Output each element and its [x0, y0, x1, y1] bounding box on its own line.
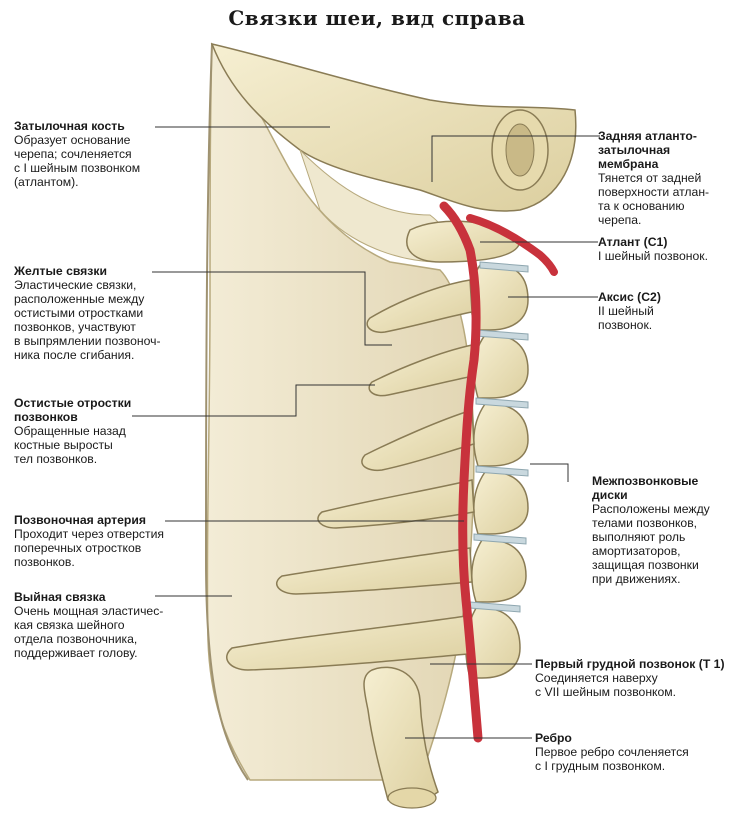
label-spinous-processes: Остистые отростки позвонков Обращенные н…	[14, 396, 189, 466]
label-vertebral-artery-heading: Позвоночная артерия	[14, 513, 146, 527]
label-first-thoracic-vertebra-desc: Соединяется наверху с VII шейным позвонк…	[535, 671, 677, 699]
label-atlas-heading: Атлант (C1)	[598, 235, 668, 249]
intervertebral-discs	[469, 261, 529, 613]
label-posterior-membrane: Задняя атланто- затылочная мембрана Тяне…	[598, 129, 748, 227]
spinous-processes	[226, 279, 475, 671]
vertebral-artery-shape	[439, 201, 483, 743]
label-axis-desc: II шейный позвонок.	[598, 304, 654, 332]
label-yellow-ligaments-desc: Эластические связки, расположенные между…	[14, 278, 161, 362]
label-first-thoracic-vertebra-heading: Первый грудной позвонок (Т 1)	[535, 657, 725, 671]
label-nuchal-ligament: Выйная связка Очень мощная эластичес- ка…	[14, 590, 189, 660]
label-intervertebral-discs-heading: Межпозвонковые диски	[592, 474, 699, 502]
label-axis-heading: Аксис (C2)	[598, 290, 661, 304]
label-first-thoracic-vertebra: Первый грудной позвонок (Т 1) Соединяетс…	[535, 657, 750, 699]
vertebral-artery-branch	[466, 214, 558, 276]
label-yellow-ligaments: Желтые связки Эластические связки, распо…	[14, 264, 189, 362]
leader-lines	[132, 126, 600, 739]
label-rib-desc: Первое ребро сочленяется с I грудным поз…	[535, 745, 689, 773]
label-nuchal-ligament-desc: Очень мощная эластичес- кая связка шейно…	[14, 604, 164, 660]
label-spinous-processes-desc: Обращенные назад костные выросты тел поз…	[14, 424, 126, 466]
label-axis: Аксис (C2) II шейный позвонок.	[598, 290, 748, 332]
label-atlas: Атлант (C1) I шейный позвонок.	[598, 235, 748, 263]
label-yellow-ligaments-heading: Желтые связки	[14, 264, 107, 278]
label-occipital-bone-heading: Затылочная кость	[14, 119, 125, 133]
label-occipital-bone-desc: Образует основание черепа; сочленяется с…	[14, 133, 141, 189]
label-intervertebral-discs: Межпозвонковые диски Расположены между т…	[592, 474, 747, 586]
label-posterior-membrane-desc: Тянется от задней поверхности атлан- та …	[598, 171, 710, 227]
label-vertebral-artery: Позвоночная артерия Проходит через отвер…	[14, 513, 189, 569]
neck-contour	[204, 43, 249, 781]
label-vertebral-artery-desc: Проходит через отверстия поперечных отро…	[14, 527, 164, 569]
label-nuchal-ligament-heading: Выйная связка	[14, 590, 106, 604]
label-intervertebral-discs-desc: Расположены между телами позвонков, выпо…	[592, 502, 710, 586]
label-occipital-bone: Затылочная кость Образует основание чере…	[14, 119, 184, 189]
label-rib: Ребро Первое ребро сочленяется с I грудн…	[535, 731, 750, 773]
label-atlas-desc: I шейный позвонок.	[598, 249, 708, 263]
vertebral-column	[406, 220, 529, 679]
label-rib-heading: Ребро	[535, 731, 572, 745]
label-posterior-membrane-heading: Задняя атланто- затылочная мембрана	[598, 129, 697, 171]
label-spinous-processes-heading: Остистые отростки позвонков	[14, 396, 132, 424]
page-title: Связки шеи, вид справа	[228, 6, 526, 30]
